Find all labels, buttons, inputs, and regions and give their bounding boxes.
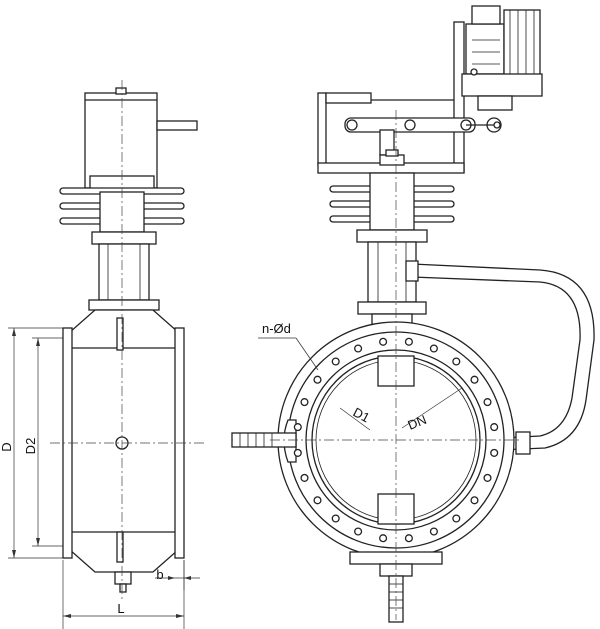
dimensions-side: D D2 L b <box>0 327 200 629</box>
dim-label-d: D <box>0 442 14 451</box>
dim-label-d2: D2 <box>23 438 38 455</box>
bypass-pipe <box>405 260 595 455</box>
dim-label-l: L <box>117 601 124 616</box>
bolt-hole <box>452 357 461 366</box>
bolt-hole <box>490 423 499 432</box>
cooling-fins-front <box>329 172 455 231</box>
neck-side <box>88 231 160 311</box>
bolt-hole <box>354 344 363 353</box>
label-dn: DN <box>406 412 429 433</box>
bolt-hole <box>300 398 309 407</box>
bolt-hole <box>470 496 479 505</box>
actuator-side <box>84 87 198 191</box>
bolt-hole <box>313 375 322 384</box>
bolt-hole <box>300 473 309 482</box>
bolt-hole <box>429 344 438 353</box>
bolt-hole <box>429 527 438 536</box>
bolt-holes <box>293 337 499 543</box>
bolt-hole <box>483 473 492 482</box>
operator-unit <box>461 5 543 129</box>
support-frame <box>317 21 465 174</box>
side-view <box>50 80 205 600</box>
bolt-hole <box>331 357 340 366</box>
label-d1: D1 <box>351 404 373 425</box>
bolt-hole <box>452 514 461 523</box>
bolt-hole <box>379 337 388 346</box>
bolt-hole <box>293 448 302 457</box>
valve-body-side <box>62 309 185 593</box>
linkage-arm <box>344 117 502 156</box>
bolt-hole <box>379 534 388 543</box>
bolt-hole <box>483 398 492 407</box>
bolt-hole <box>490 448 499 457</box>
front-view: n-Ød D1 DN <box>231 5 595 623</box>
dim-label-b: b <box>156 567 163 582</box>
side-stub <box>231 432 297 448</box>
bolt-hole <box>404 534 413 543</box>
bolt-hole <box>354 527 363 536</box>
label-bolt-holes: n-Ød <box>262 321 291 336</box>
bolt-hole <box>331 514 340 523</box>
bolt-hole <box>293 423 302 432</box>
coupling <box>379 149 405 166</box>
bolt-hole <box>470 375 479 384</box>
bolt-hole <box>404 337 413 346</box>
bolt-hole <box>313 496 322 505</box>
